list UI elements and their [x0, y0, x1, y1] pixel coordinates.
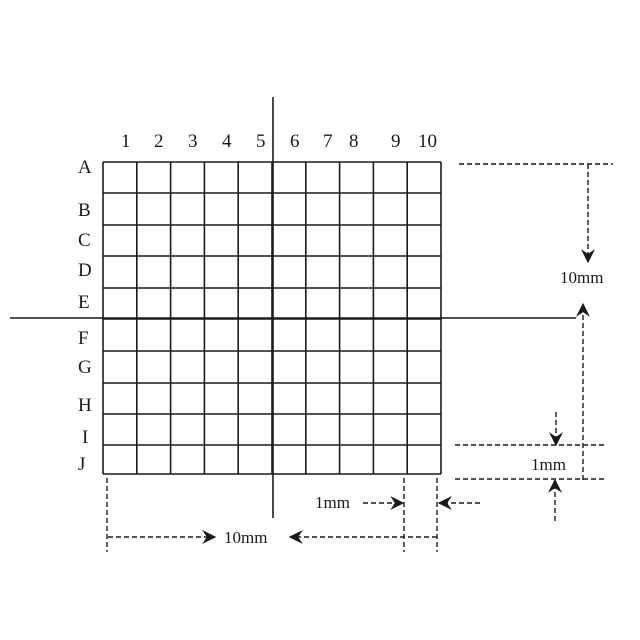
row-label: J	[78, 454, 86, 475]
column-label: 2	[154, 131, 164, 152]
column-label: 5	[256, 131, 266, 152]
vertical-10mm-label: 10mm	[560, 268, 604, 287]
row-label: H	[78, 395, 92, 416]
horizontal-10mm-label: 10mm	[224, 528, 268, 547]
row-label: F	[78, 328, 89, 349]
column-label: 7	[323, 131, 333, 152]
column-label: 9	[391, 131, 401, 152]
column-label: 10	[418, 131, 437, 152]
column-label: 4	[222, 131, 232, 152]
vertical-1mm-label: 1mm	[531, 455, 566, 474]
row-label: G	[78, 357, 92, 378]
row-label: B	[78, 200, 91, 221]
row-label: A	[78, 157, 92, 178]
row-label: E	[78, 292, 90, 313]
row-label: D	[78, 260, 92, 281]
row-label: C	[78, 230, 91, 251]
row-label: I	[82, 427, 89, 448]
column-label: 6	[290, 131, 300, 152]
counting-grid	[102, 161, 442, 475]
column-label: 8	[349, 131, 359, 152]
horizontal-1mm-label: 1mm	[315, 493, 350, 512]
column-label: 3	[188, 131, 198, 152]
column-label: 1	[121, 131, 131, 152]
